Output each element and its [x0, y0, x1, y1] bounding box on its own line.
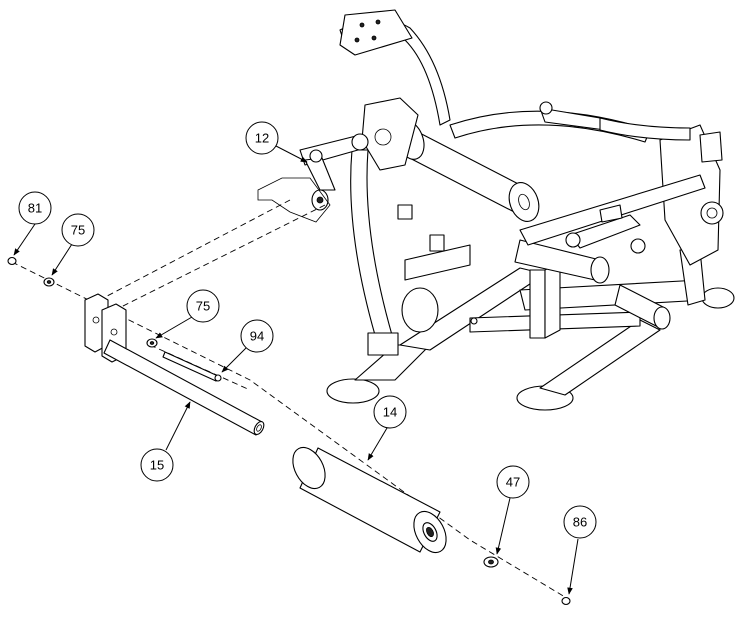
- nut-81: [7, 256, 17, 266]
- leader-lines: [13, 145, 579, 595]
- pin-part: [162, 351, 222, 382]
- callout-balloon-12: 12: [245, 121, 279, 155]
- callout-number: 75: [196, 299, 210, 314]
- callout-balloon-75-a: 75: [61, 213, 95, 247]
- washer-75-a: [43, 277, 55, 287]
- callout-balloon-47: 47: [496, 465, 530, 499]
- callout-number: 14: [383, 405, 397, 420]
- callout-balloon-75-b: 75: [186, 289, 220, 323]
- callout-number: 75: [71, 223, 85, 238]
- callout-number: 15: [150, 458, 164, 473]
- callout-balloon-86: 86: [563, 505, 597, 539]
- callout-number: 94: [250, 329, 264, 344]
- callout-balloon-15: 15: [140, 448, 174, 482]
- callout-balloon-81: 81: [18, 191, 52, 225]
- bolt-86: [561, 596, 571, 606]
- machine-frame: [326, 9, 735, 411]
- pivot-shaft-part: [84, 293, 265, 436]
- washer-75-b: [146, 338, 158, 348]
- callout-number: 47: [506, 475, 520, 490]
- roller-pad-part: [292, 446, 447, 554]
- callout-number: 86: [573, 515, 587, 530]
- explode-lines: [11, 199, 571, 601]
- washer-47: [483, 556, 499, 568]
- callout-number: 12: [255, 131, 269, 146]
- callout-balloon-94: 94: [240, 319, 274, 353]
- callout-number: 81: [28, 201, 42, 216]
- callout-balloon-14: 14: [373, 395, 407, 429]
